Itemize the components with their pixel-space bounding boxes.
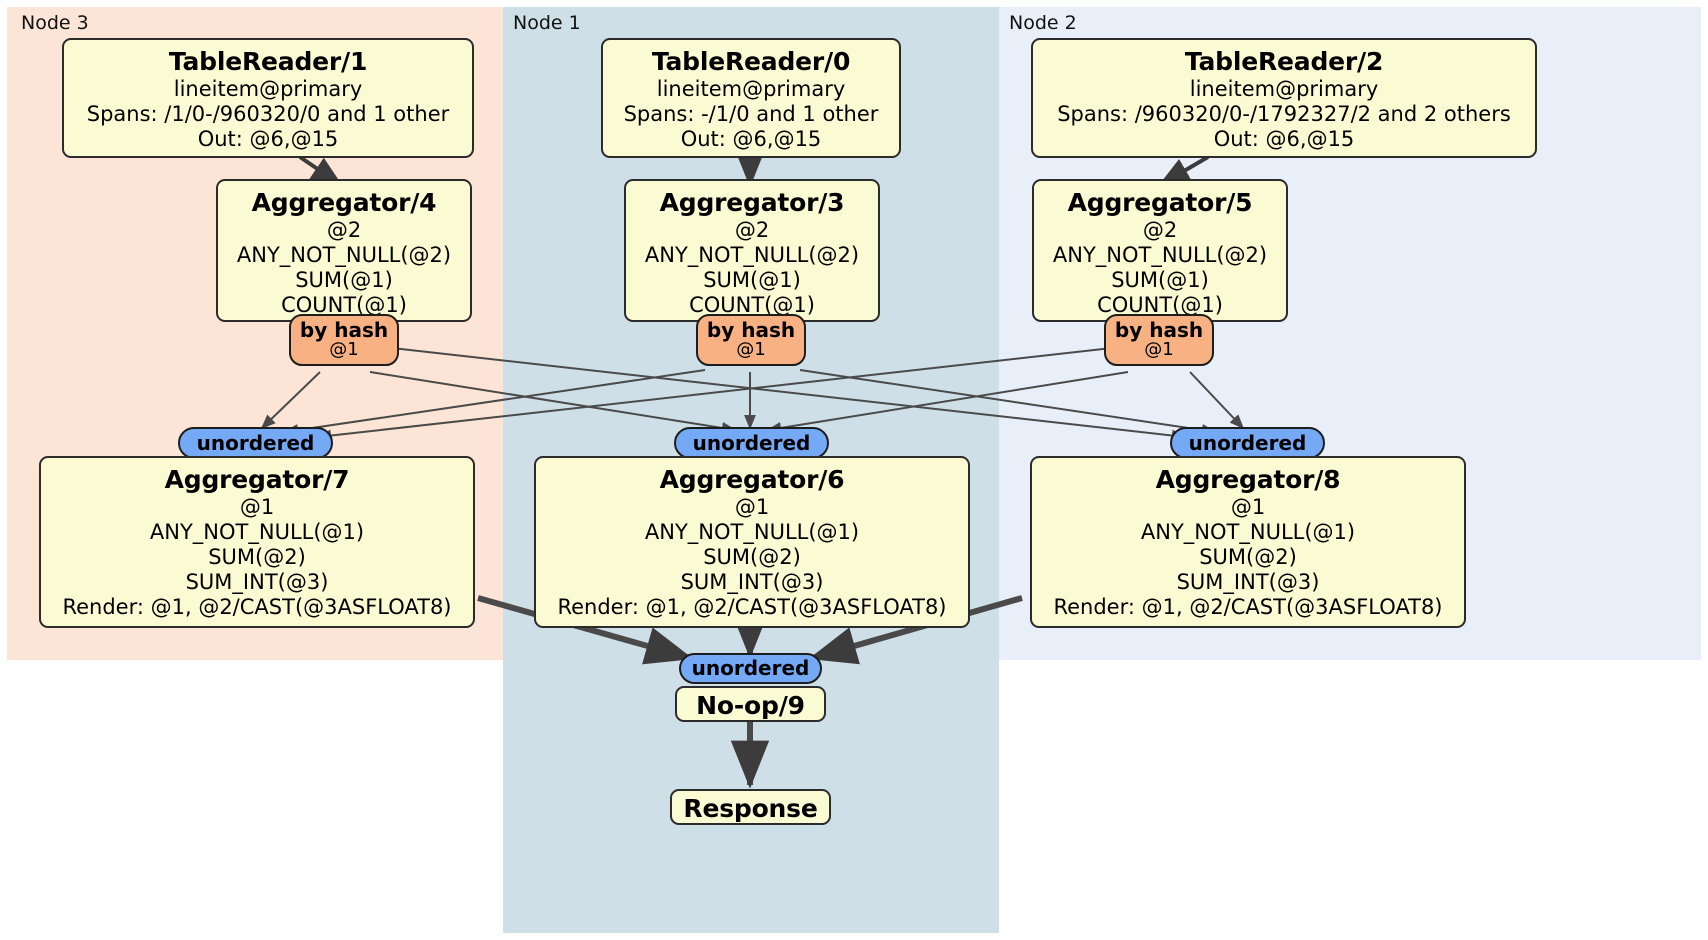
- processor-line: Out: @6,@15: [680, 126, 822, 151]
- processor-line: @1: [239, 494, 275, 519]
- processor-line: Render: @1, @2/CAST(@3ASFLOAT8): [1053, 595, 1443, 620]
- processor-line: Spans: /1/0-/960320/0 and 1 other: [86, 101, 450, 126]
- processor-line: lineitem@primary: [1189, 76, 1379, 101]
- processor-line: ANY_NOT_NULL(@1): [149, 519, 365, 544]
- badge-secondary-label: @1: [1144, 339, 1174, 361]
- processor-line: COUNT(@1): [1097, 293, 1223, 318]
- processor-line: SUM(@2): [1199, 544, 1297, 569]
- processor-tablereader-1[interactable]: TableReader/1 lineitem@primary Spans: /1…: [62, 38, 474, 158]
- processor-title: Response: [683, 794, 818, 823]
- processor-title: Aggregator/3: [659, 188, 845, 217]
- processor-line: lineitem@primary: [656, 76, 846, 101]
- processor-response[interactable]: Response: [670, 789, 831, 825]
- node-label-node2: Node 2: [1009, 12, 1077, 34]
- processor-aggregator-6[interactable]: Aggregator/6 @1 ANY_NOT_NULL(@1) SUM(@2)…: [534, 456, 970, 628]
- synchronizer-badge-unordered-final[interactable]: unordered: [679, 653, 822, 684]
- processor-line: ANY_NOT_NULL(@2): [644, 242, 860, 267]
- processor-aggregator-3[interactable]: Aggregator/3 @2 ANY_NOT_NULL(@2) SUM(@1)…: [624, 179, 880, 322]
- processor-aggregator-4[interactable]: Aggregator/4 @2 ANY_NOT_NULL(@2) SUM(@1)…: [216, 179, 472, 322]
- processor-line: @2: [326, 217, 362, 242]
- processor-tablereader-0[interactable]: TableReader/0 lineitem@primary Spans: -/…: [601, 38, 901, 158]
- processor-noop-9[interactable]: No-op/9: [675, 686, 826, 722]
- processor-line: SUM(@1): [1111, 267, 1209, 292]
- processor-line: SUM(@1): [295, 267, 393, 292]
- processor-line: Spans: /960320/0-/1792327/2 and 2 others: [1057, 101, 1511, 126]
- badge-primary-label: by hash: [1114, 318, 1204, 343]
- node-label-node1: Node 1: [513, 12, 581, 34]
- processor-line: Out: @6,@15: [1213, 126, 1355, 151]
- badge-primary-label: unordered: [691, 656, 810, 680]
- processor-line: @1: [1230, 494, 1266, 519]
- processor-line: ANY_NOT_NULL(@2): [236, 242, 452, 267]
- badge-primary-label: unordered: [692, 430, 811, 455]
- processor-line: @1: [734, 494, 770, 519]
- synchronizer-badge-unordered-right[interactable]: unordered: [1170, 427, 1325, 459]
- processor-line: ANY_NOT_NULL(@1): [1140, 519, 1356, 544]
- processor-title: Aggregator/8: [1155, 465, 1341, 494]
- processor-line: SUM_INT(@3): [1176, 570, 1320, 595]
- processor-line: @2: [734, 217, 770, 242]
- router-badge-by-hash-center[interactable]: by hash @1: [696, 314, 806, 366]
- processor-line: @2: [1142, 217, 1178, 242]
- processor-line: Render: @1, @2/CAST(@3ASFLOAT8): [62, 595, 452, 620]
- processor-tablereader-2[interactable]: TableReader/2 lineitem@primary Spans: /9…: [1031, 38, 1537, 158]
- router-badge-by-hash-right[interactable]: by hash @1: [1104, 314, 1214, 366]
- processor-title: Aggregator/7: [164, 465, 350, 494]
- processor-title: Aggregator/6: [659, 465, 845, 494]
- processor-line: Render: @1, @2/CAST(@3ASFLOAT8): [557, 595, 947, 620]
- badge-secondary-label: @1: [329, 339, 359, 361]
- synchronizer-badge-unordered-center[interactable]: unordered: [674, 427, 829, 459]
- processor-title: TableReader/1: [168, 47, 368, 76]
- processor-aggregator-5[interactable]: Aggregator/5 @2 ANY_NOT_NULL(@2) SUM(@1)…: [1032, 179, 1288, 322]
- processor-aggregator-8[interactable]: Aggregator/8 @1 ANY_NOT_NULL(@1) SUM(@2)…: [1030, 456, 1466, 628]
- processor-line: COUNT(@1): [689, 293, 815, 318]
- processor-line: SUM_INT(@3): [185, 570, 329, 595]
- badge-primary-label: unordered: [1188, 430, 1307, 455]
- badge-primary-label: by hash: [706, 318, 796, 343]
- synchronizer-badge-unordered-left[interactable]: unordered: [178, 427, 333, 459]
- processor-line: Out: @6,@15: [197, 126, 339, 151]
- processor-title: Aggregator/4: [251, 188, 437, 217]
- processor-line: SUM(@1): [703, 267, 801, 292]
- processor-line: ANY_NOT_NULL(@2): [1052, 242, 1268, 267]
- processor-line: SUM(@2): [703, 544, 801, 569]
- node-label-node3: Node 3: [21, 12, 89, 34]
- processor-line: lineitem@primary: [173, 76, 363, 101]
- processor-line: COUNT(@1): [281, 293, 407, 318]
- processor-title: TableReader/2: [1184, 47, 1384, 76]
- router-badge-by-hash-left[interactable]: by hash @1: [289, 314, 399, 366]
- processor-line: SUM_INT(@3): [680, 570, 824, 595]
- processor-title: TableReader/0: [651, 47, 851, 76]
- badge-primary-label: unordered: [196, 430, 315, 455]
- badge-secondary-label: @1: [736, 339, 766, 361]
- processor-line: SUM(@2): [208, 544, 306, 569]
- badge-primary-label: by hash: [299, 318, 389, 343]
- processor-title: Aggregator/5: [1067, 188, 1253, 217]
- processor-aggregator-7[interactable]: Aggregator/7 @1 ANY_NOT_NULL(@1) SUM(@2)…: [39, 456, 475, 628]
- processor-title: No-op/9: [696, 691, 805, 720]
- processor-line: ANY_NOT_NULL(@1): [644, 519, 860, 544]
- processor-line: Spans: -/1/0 and 1 other: [623, 101, 879, 126]
